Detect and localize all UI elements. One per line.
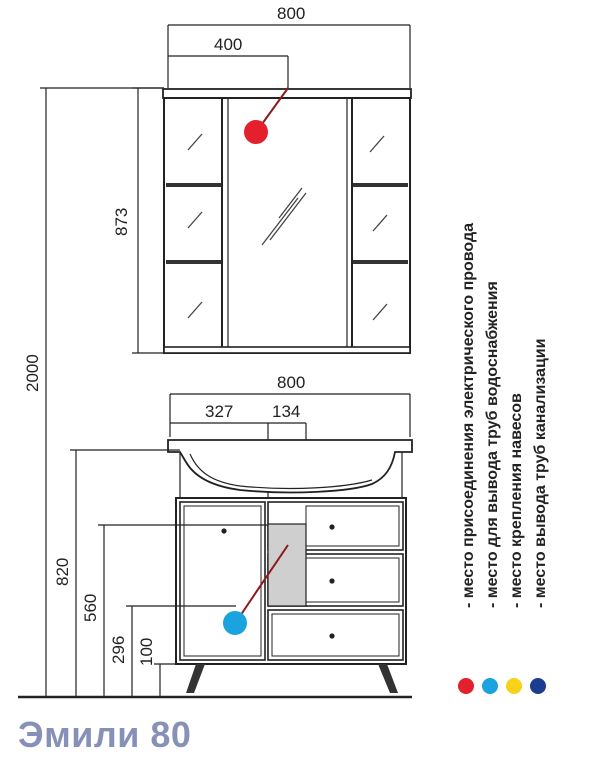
blue-dot-icon	[482, 678, 498, 694]
red-dot-icon	[458, 678, 474, 694]
dim-cabinet-width: 800	[277, 373, 305, 392]
legend-label-sewage: - место вывода труб канализации	[532, 338, 549, 608]
dim-height-100: 100	[137, 638, 156, 666]
dim-total-height: 2000	[23, 354, 42, 392]
yellow-dot-icon	[506, 678, 522, 694]
product-title: Эмили 80	[18, 714, 192, 755]
dim-offset-134: 134	[272, 402, 300, 421]
legend: - место присоединения электрического про…	[452, 200, 549, 700]
dim-mirror-half: 400	[214, 35, 242, 54]
dim-mirror-width: 800	[277, 4, 305, 23]
water-marker-icon	[223, 611, 247, 635]
legend-label-water: - место для вывода труб водоснабжения	[484, 281, 501, 608]
dim-height-560: 560	[81, 594, 100, 622]
navy-dot-icon	[530, 678, 546, 694]
vanity-cabinet: 800 327 134	[18, 373, 413, 699]
dim-offset-327: 327	[205, 402, 233, 421]
dim-height-296: 296	[109, 636, 128, 664]
dim-mirror-height: 873	[112, 208, 131, 236]
mirror-cabinet: 800 400	[112, 4, 412, 354]
legend-label-mounting: - место крепления навесов	[508, 393, 525, 608]
electric-marker-icon	[244, 120, 268, 144]
legend-label-electric: - место присоединения электрического про…	[460, 222, 477, 608]
dim-height-820: 820	[53, 558, 72, 586]
